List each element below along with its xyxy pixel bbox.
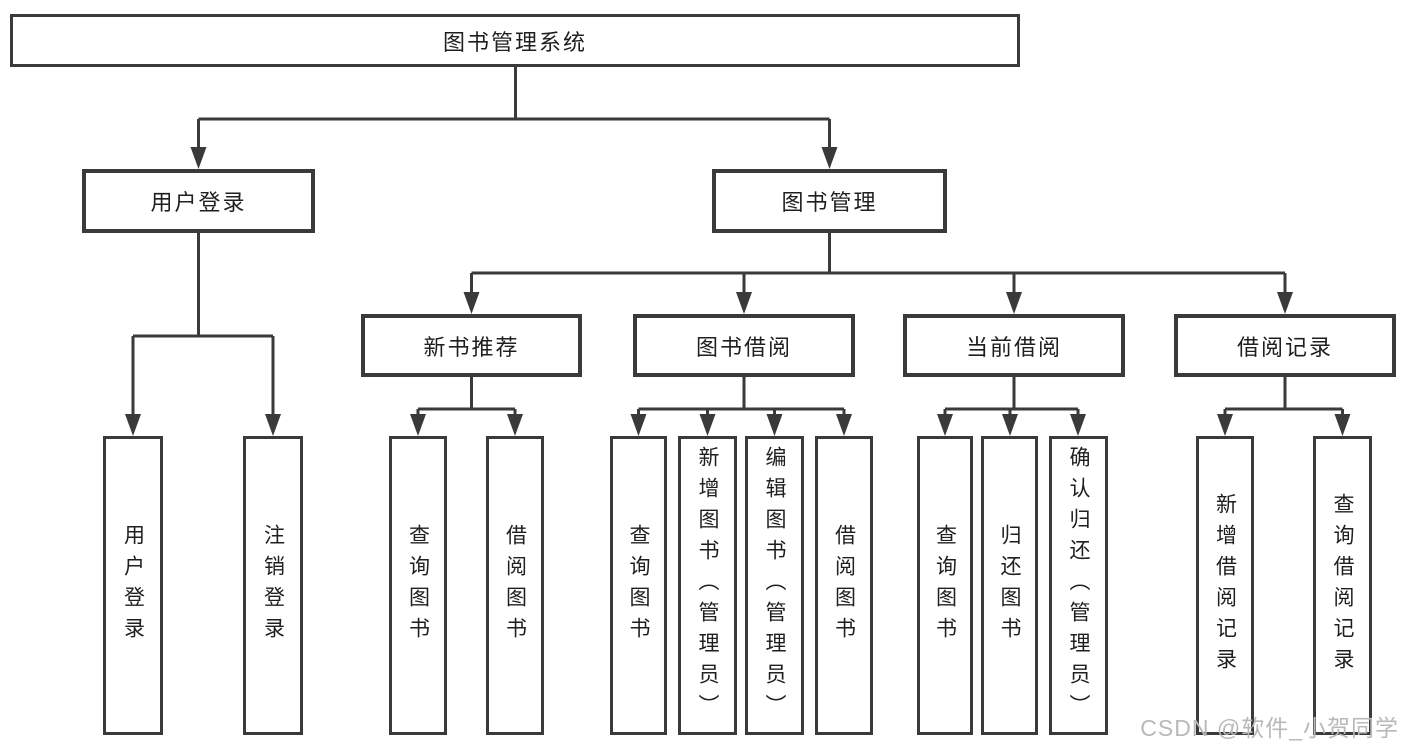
arrowhead [463,292,480,314]
leaf-add-books-admin: 新增图书（管理员） [678,436,737,735]
leaf-return-books: 归还图书 [981,436,1038,735]
node-book-management-label: 图书管理 [781,190,878,215]
leaf-add-borrow-record: 新增借阅记录 [1196,436,1254,735]
arrowhead [630,414,647,436]
leaf-query-books-borrow-label: 查询图书 [627,523,650,648]
arrowhead [190,147,207,169]
node-new-book-recommend-label: 新书推荐 [423,334,520,360]
leaf-query-borrow-record: 查询借阅记录 [1313,436,1372,735]
leaf-confirm-return-admin: 确认归还（管理员） [1049,436,1108,735]
arrowhead [1334,414,1351,436]
root-node: 图书管理系统 [10,14,1020,67]
wire-book-management-children [470,233,1287,300]
node-book-borrow-label: 图书借阅 [695,334,792,360]
leaf-confirm-return-admin-label: 确认归还（管理员） [1067,446,1090,725]
node-borrow-records-label: 借阅记录 [1236,334,1333,360]
csdn-watermark: CSDN @软件_小贺同学 [1140,715,1399,741]
arrowhead [1006,292,1022,314]
arrowhead [410,414,426,436]
leaf-borrow-books-recommend-label: 借阅图书 [503,523,527,648]
root-node-label: 图书管理系统 [442,29,587,55]
arrowhead [265,414,281,436]
node-user-login: 用户登录 [82,169,315,233]
leaf-query-books-recommend-label: 查询图书 [406,523,430,648]
arrowhead [937,414,953,436]
leaf-edit-books-admin-label: 编辑图书（管理员） [763,446,786,725]
leaf-borrow-books-recommend: 借阅图书 [486,436,544,735]
arrowhead [766,414,783,436]
leaf-query-books-current-label: 查询图书 [933,523,957,648]
arrowhead [125,414,141,436]
leaf-borrow-books: 借阅图书 [815,436,873,735]
arrowhead [699,414,716,436]
node-current-borrow: 当前借阅 [903,314,1125,377]
node-new-book-recommend: 新书推荐 [361,314,582,377]
leaf-query-books-recommend: 查询图书 [389,436,447,735]
wire-user-login-children [131,233,275,424]
leaf-add-borrow-record-label: 新增借阅记录 [1213,492,1237,679]
node-borrow-records: 借阅记录 [1174,314,1396,377]
arrowhead [736,292,752,314]
leaf-user-login-label: 用户登录 [121,523,145,648]
leaf-query-books-current: 查询图书 [917,436,973,735]
arrowhead [821,147,838,169]
arrowhead [1277,292,1293,314]
wire-borrow-records-children [1223,377,1344,424]
leaf-logout: 注销登录 [243,436,303,735]
leaf-query-books-borrow: 查询图书 [610,436,667,735]
arrowhead [1217,414,1233,436]
leaf-query-borrow-record-label: 查询借阅记录 [1331,492,1354,679]
arrowhead [836,414,852,436]
leaf-borrow-books-label: 借阅图书 [832,523,856,648]
node-book-borrow: 图书借阅 [633,314,855,377]
leaf-add-books-admin-label: 新增图书（管理员） [696,446,719,725]
wire-root-to-level2 [197,67,831,155]
node-user-login-label: 用户登录 [150,190,247,215]
node-current-borrow-label: 当前借阅 [965,334,1062,360]
leaf-edit-books-admin: 编辑图书（管理员） [745,436,804,735]
wire-book-borrow-children [637,377,846,424]
leaf-logout-label: 注销登录 [261,523,285,648]
arrowhead [1070,414,1086,436]
arrowhead [507,414,523,436]
leaf-return-books-label: 归还图书 [998,523,1021,648]
arrowhead [1002,414,1018,436]
node-book-management: 图书管理 [712,169,947,233]
leaf-user-login: 用户登录 [103,436,163,735]
wire-new-book-children [416,377,517,424]
